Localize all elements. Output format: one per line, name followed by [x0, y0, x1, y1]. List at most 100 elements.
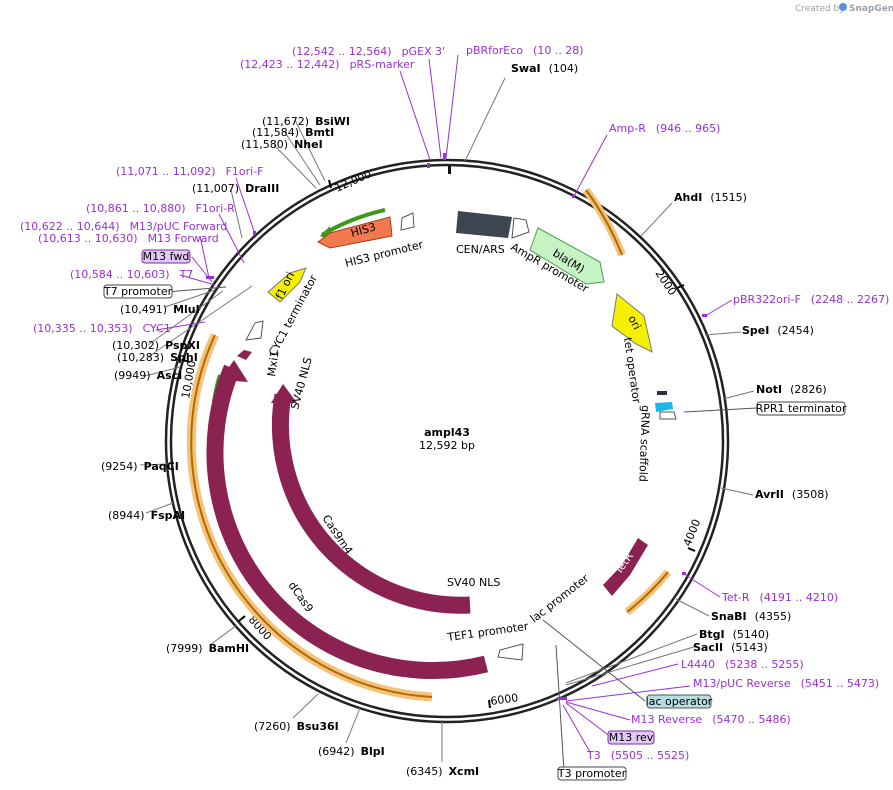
feature-cas9m4-head — [271, 384, 297, 403]
leader-f1ori-r — [218, 213, 245, 264]
leader-mlui — [164, 289, 216, 308]
feature-his3 — [317, 216, 393, 249]
plasmid-length: 12,592 bp — [419, 439, 475, 452]
tet-r-strand-core — [626, 571, 669, 613]
feature-dcas9 — [206, 364, 489, 679]
leader-swai — [464, 77, 506, 162]
primer-name: F1ori-F — [226, 165, 264, 178]
feature-ori — [611, 293, 653, 353]
primer-label: Tet-R(4191 .. 4210) — [721, 591, 838, 604]
primer-label: T3(5505 .. 5525) — [586, 749, 689, 762]
primer-label: M13 Reverse(5470 .. 5486) — [631, 713, 791, 726]
enzyme-bsu36i: (7260) Bsu36I — [254, 720, 339, 733]
leader-m13-puc-forward — [199, 235, 210, 279]
box-text: T3 promoter — [557, 767, 627, 780]
enzyme-label: (11,580) NheI — [241, 138, 323, 151]
primer-m13-forward: (10,613 .. 10,630)M13 Forward — [38, 232, 219, 245]
enzyme-position: (2826) — [790, 383, 827, 396]
primer-name: M13 Forward — [148, 232, 219, 245]
primer-label: (12,423 .. 12,442)pRS-marker — [240, 58, 415, 71]
leader-fspai — [145, 502, 174, 514]
enzyme-position: (7260) — [254, 720, 291, 733]
enzyme-label: SacII(5143) — [693, 641, 768, 654]
box-m13-fwd: M13 fwd — [141, 249, 191, 264]
enzyme-position: (11,580) — [241, 138, 288, 151]
enzyme-label: (9949)AscI — [114, 369, 182, 382]
enzyme-name: AscI — [157, 369, 183, 382]
enzyme-name: DraIII — [245, 182, 279, 195]
primer-label: pBR322ori-F(2248 .. 2267) — [733, 293, 889, 306]
enzyme-name: AvrII — [755, 488, 784, 501]
plasmid-name: ampl43 — [424, 426, 470, 439]
box-text: M13 rev — [609, 731, 654, 744]
primer-label: (10,584 .. 10,603)T7 — [70, 268, 193, 281]
enzyme-name: FspAI — [151, 509, 186, 522]
primer-range: (10,335 .. 10,353) — [33, 322, 133, 335]
enzyme-name: XcmI — [449, 765, 480, 778]
enzyme-draiii: (11,007) DraIII — [192, 182, 279, 195]
primer-pgex-3: (12,542 .. 12,564)pGEX 3' — [292, 45, 445, 58]
box-t3-promoter: T3 promoter — [557, 766, 627, 781]
enzyme-label: NotI(2826) — [756, 383, 827, 396]
enzyme-position: (10,491) — [120, 303, 167, 316]
svg-text:12,000: 12,000 — [333, 167, 373, 195]
enzyme-labels: SwaI(104)AhdI(1515)SpeI(2454)NotI(2826)A… — [101, 62, 828, 778]
primer-name: Amp-R — [609, 122, 646, 135]
enzyme-name: NheI — [294, 138, 323, 151]
leader-pbrforeco — [445, 54, 459, 159]
label-sv40-nls-2: SV40 NLS — [447, 576, 500, 589]
enzyme-fspai: (8944)FspAI — [108, 509, 185, 522]
enzyme-position: (11,007) — [192, 182, 239, 195]
enzyme-sacii: SacII(5143) — [693, 641, 768, 654]
svg-text:2000: 2000 — [653, 267, 679, 297]
leader-rpr1-terminator — [683, 407, 758, 413]
primer-mark-amp-r — [572, 195, 575, 198]
enzyme-paqci: (9254)PaqCI — [101, 460, 179, 473]
leader-amp-r-primer — [573, 134, 608, 197]
primer-name: T7 — [179, 268, 194, 281]
box-text: M13 fwd — [143, 250, 190, 263]
primer-pbrforeco: pBRforEco(10 .. 28) — [466, 44, 584, 57]
box-frame — [646, 694, 712, 709]
leader-t7-promoter — [165, 286, 227, 293]
enzyme-label: (6942)BlpI — [318, 745, 385, 758]
leader-cyc1 — [155, 321, 206, 331]
leader-avrii — [720, 487, 754, 496]
enzyme-label: (9254)PaqCI — [101, 460, 179, 473]
primer-range: (5238 .. 5255) — [725, 658, 804, 671]
feature-f1-ori — [267, 267, 307, 303]
primer-mark-tet-r — [682, 572, 686, 575]
enzyme-name: Bsu36I — [297, 720, 339, 733]
primer-name: M13 Reverse — [631, 713, 702, 726]
box-rpr1-terminator: RPR1 terminator — [756, 401, 847, 416]
primer-name: pRS-marker — [350, 58, 415, 71]
enzyme-name: SnaBI — [711, 610, 747, 623]
enzyme-btgi: BtgI(5140) — [699, 628, 769, 641]
enzyme-name: BlpI — [361, 745, 385, 758]
enzyme-xcmi: (6345)XcmI — [406, 765, 479, 778]
primer-prs-marker: (12,423 .. 12,442)pRS-marker — [240, 58, 415, 71]
label-tet-operator: tet operator — [621, 337, 643, 405]
enzyme-label: (6345)XcmI — [406, 765, 479, 778]
primer-pbr322ori-f: pBR322ori-F(2248 .. 2267) — [733, 293, 889, 306]
primer-label: (11,071 .. 11,092)F1ori-F — [116, 165, 264, 178]
primer-label: (10,613 .. 10,630)M13 Forward — [38, 232, 219, 245]
box-frame — [141, 249, 191, 264]
enzyme-name: BmtI — [305, 126, 334, 139]
primer-tet-r: Tet-R(4191 .. 4210) — [721, 591, 838, 604]
feature-cen-ars-promoter-arrow — [511, 217, 530, 239]
box-frame — [756, 401, 846, 416]
primer-range: (10,622 .. 10,644) — [20, 220, 120, 233]
amp-r-strand-core — [585, 189, 623, 256]
feature-cen-ars — [456, 211, 512, 238]
label-cen-ars: CEN/ARS — [456, 243, 505, 256]
label-lac-promoter: lac promoter — [528, 571, 592, 625]
tick-4000: 4000 — [681, 517, 703, 552]
leader-f1ori-f — [235, 177, 256, 235]
cen-ars-start-mark — [448, 166, 451, 174]
label-mxi1: Mxi1 — [265, 350, 282, 378]
enzyme-label: (10,283)SphI — [117, 351, 198, 364]
leader-nhei — [273, 144, 317, 189]
enzyme-avrii: AvrII(3508) — [755, 488, 828, 501]
leader-m13-rev — [565, 702, 612, 738]
